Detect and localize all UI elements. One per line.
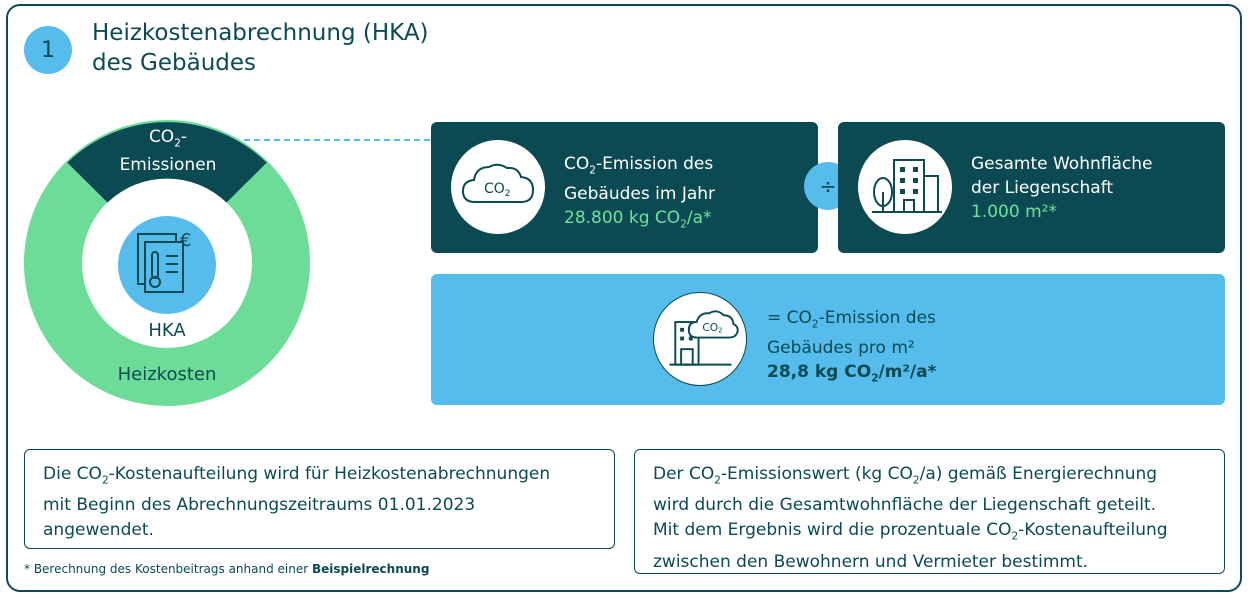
hka-label: HKA — [148, 320, 186, 341]
footnote-bold: Beispielrechnung — [311, 562, 430, 576]
co2-segment — [67, 122, 267, 203]
invoice-thermometer-icon: € — [118, 216, 216, 314]
footnote: * Berechnung des Kostenbeitrags anhand e… — [24, 562, 430, 576]
building-co2-icon: CO2 — [653, 292, 747, 386]
note-left: Die CO2-Kostenaufteilung wird für Heizko… — [24, 449, 615, 549]
dashed-connector — [244, 139, 430, 141]
co2-segment-label: CO2- Emissionen — [119, 127, 217, 176]
co2-cloud-icon: CO2 — [451, 140, 545, 234]
svg-text:CO2: CO2 — [702, 321, 722, 335]
step-badge: 1 — [24, 26, 72, 74]
page-title: Heizkostenabrechnung (HKA) des Gebäudes — [92, 18, 429, 78]
result-text: = CO2-Emission des Gebäudes pro m² 28,8 … — [767, 306, 936, 391]
cost-donut-chart — [24, 120, 310, 406]
co2-emission-text: CO2-Emission des Gebäudes im Jahr 28.800… — [564, 152, 715, 237]
co2-emission-value: 28.800 kg CO2/a* — [564, 208, 712, 231]
living-area-value: 1.000 m²* — [971, 202, 1057, 222]
euro-symbol: € — [180, 230, 191, 251]
building-tree-icon — [858, 140, 952, 234]
heizkosten-label: Heizkosten — [117, 364, 217, 385]
note-right: Der CO2-Emissionswert (kg CO2/a) gemäß E… — [634, 449, 1225, 574]
title-line-1: Heizkostenabrechnung (HKA) — [92, 20, 429, 46]
co2-emission-box: CO2 CO2-Emission des Gebäudes im Jahr 28… — [431, 122, 818, 253]
title-line-2: des Gebäudes — [92, 50, 257, 76]
result-value: 28,8 kg CO2/m²/a* — [767, 362, 937, 385]
living-area-box: Gesamte Wohnfläche der Liegenschaft 1.00… — [838, 122, 1225, 253]
result-box: CO2 = CO2-Emission des Gebäudes pro m² 2… — [431, 274, 1225, 405]
svg-text:CO2: CO2 — [484, 181, 511, 199]
card-frame — [6, 4, 1242, 592]
living-area-text: Gesamte Wohnfläche der Liegenschaft 1.00… — [971, 154, 1153, 222]
